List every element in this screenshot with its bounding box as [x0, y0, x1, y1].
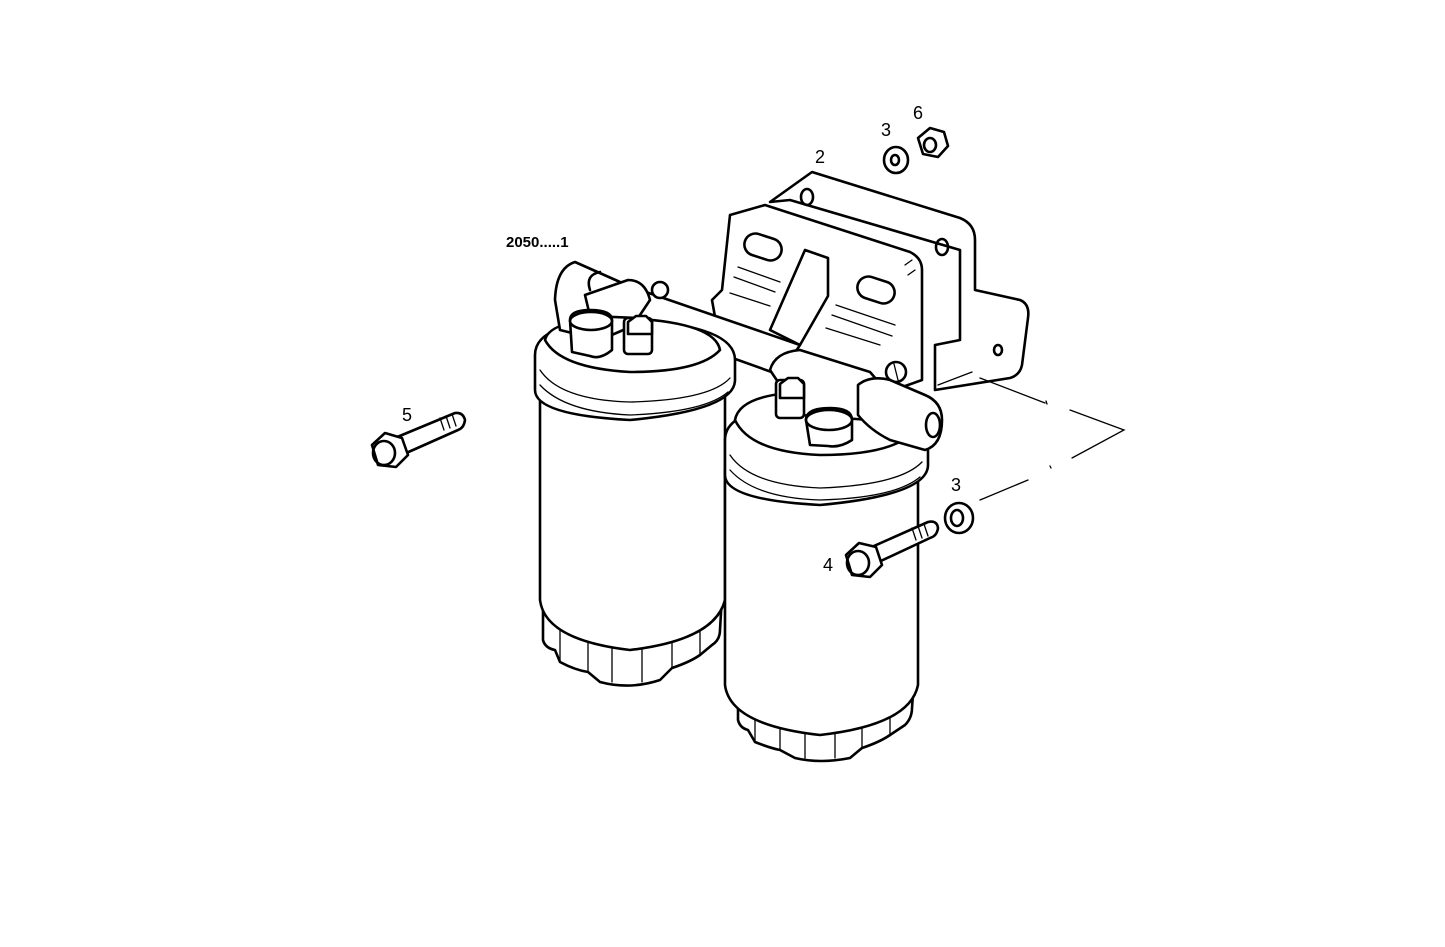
callout-bolt-right: 4	[823, 555, 834, 575]
callout-nut: 6	[913, 103, 924, 123]
bolt-left	[370, 411, 467, 469]
callout-washer-top: 3	[881, 120, 892, 140]
callout-bolt-left: 5	[402, 405, 413, 425]
mounting-bracket	[710, 170, 1030, 397]
washer-right	[943, 501, 975, 535]
nut	[916, 126, 950, 159]
callout-filter-assembly: 2050.....1	[506, 234, 569, 251]
callout-washer-right: 3	[951, 475, 962, 495]
filter-left	[533, 260, 737, 687]
washer-top	[882, 145, 910, 175]
filter-right	[723, 348, 944, 763]
callout-bracket: 2	[815, 147, 826, 167]
leader-lines	[937, 371, 1126, 501]
bolt-right	[844, 520, 940, 579]
